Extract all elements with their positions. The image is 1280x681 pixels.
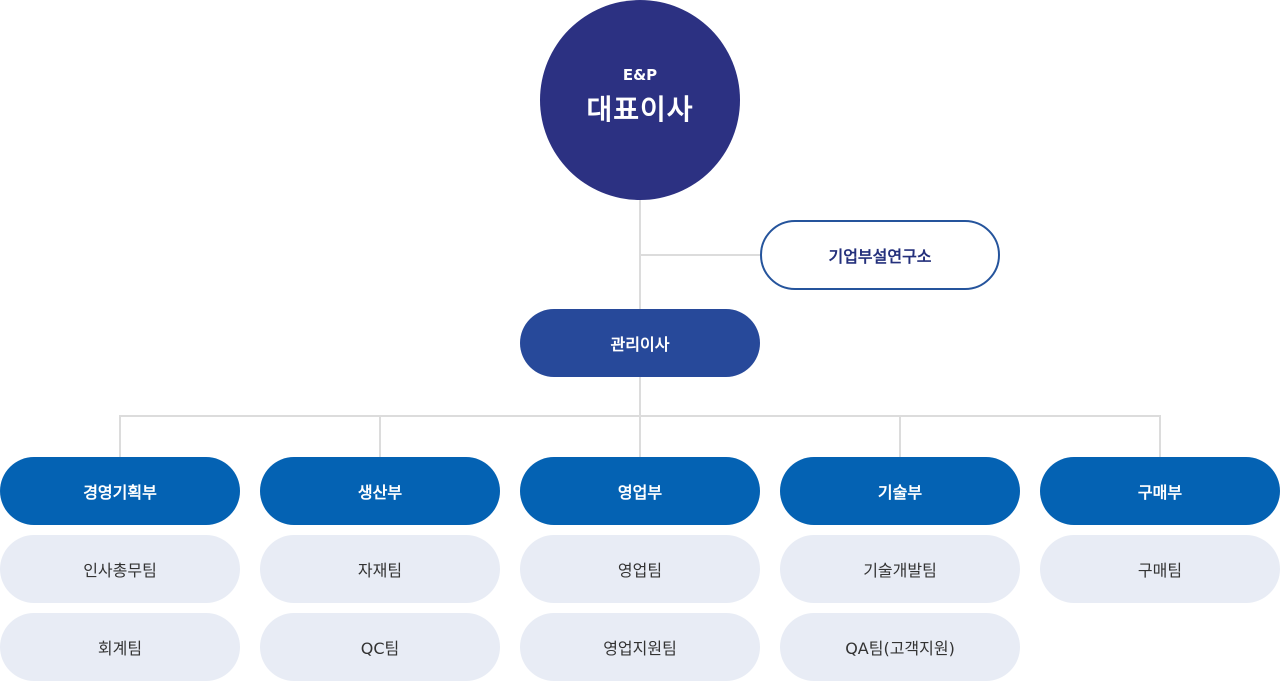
connector-drop-dept-3 <box>639 415 641 457</box>
department-node: 생산부 <box>260 457 500 525</box>
connector-director-down <box>639 377 641 417</box>
department-column-planning: 경영기획부 인사총무팀 회계팀 <box>0 457 240 681</box>
ceo-company-label: E&P <box>622 66 658 84</box>
research-lab-node: 기업부설연구소 <box>760 220 1000 290</box>
connector-drop-dept-2 <box>379 415 381 457</box>
team-node: QA팀(고객지원) <box>780 613 1020 681</box>
connector-drop-dept-1 <box>119 415 121 457</box>
team-node: 구매팀 <box>1040 535 1280 603</box>
department-column-technology: 기술부 기술개발팀 QA팀(고객지원) <box>780 457 1020 681</box>
ceo-node: E&P 대표이사 <box>540 0 740 200</box>
department-column-sales: 영업부 영업팀 영업지원팀 <box>520 457 760 681</box>
department-node: 영업부 <box>520 457 760 525</box>
department-column-production: 생산부 자재팀 QC팀 <box>260 457 500 681</box>
connector-drop-dept-5 <box>1159 415 1161 457</box>
team-node: 영업지원팀 <box>520 613 760 681</box>
department-node: 기술부 <box>780 457 1020 525</box>
ceo-title: 대표이사 <box>586 93 694 126</box>
team-node: QC팀 <box>260 613 500 681</box>
connector-to-lab <box>640 254 760 256</box>
department-node: 경영기획부 <box>0 457 240 525</box>
team-node: 회계팀 <box>0 613 240 681</box>
connector-drop-dept-4 <box>899 415 901 457</box>
team-node: 자재팀 <box>260 535 500 603</box>
department-column-purchasing: 구매부 구매팀 <box>1040 457 1280 603</box>
department-node: 구매부 <box>1040 457 1280 525</box>
team-node: 영업팀 <box>520 535 760 603</box>
team-node: 인사총무팀 <box>0 535 240 603</box>
team-node: 기술개발팀 <box>780 535 1020 603</box>
managing-director-node: 관리이사 <box>520 309 760 377</box>
